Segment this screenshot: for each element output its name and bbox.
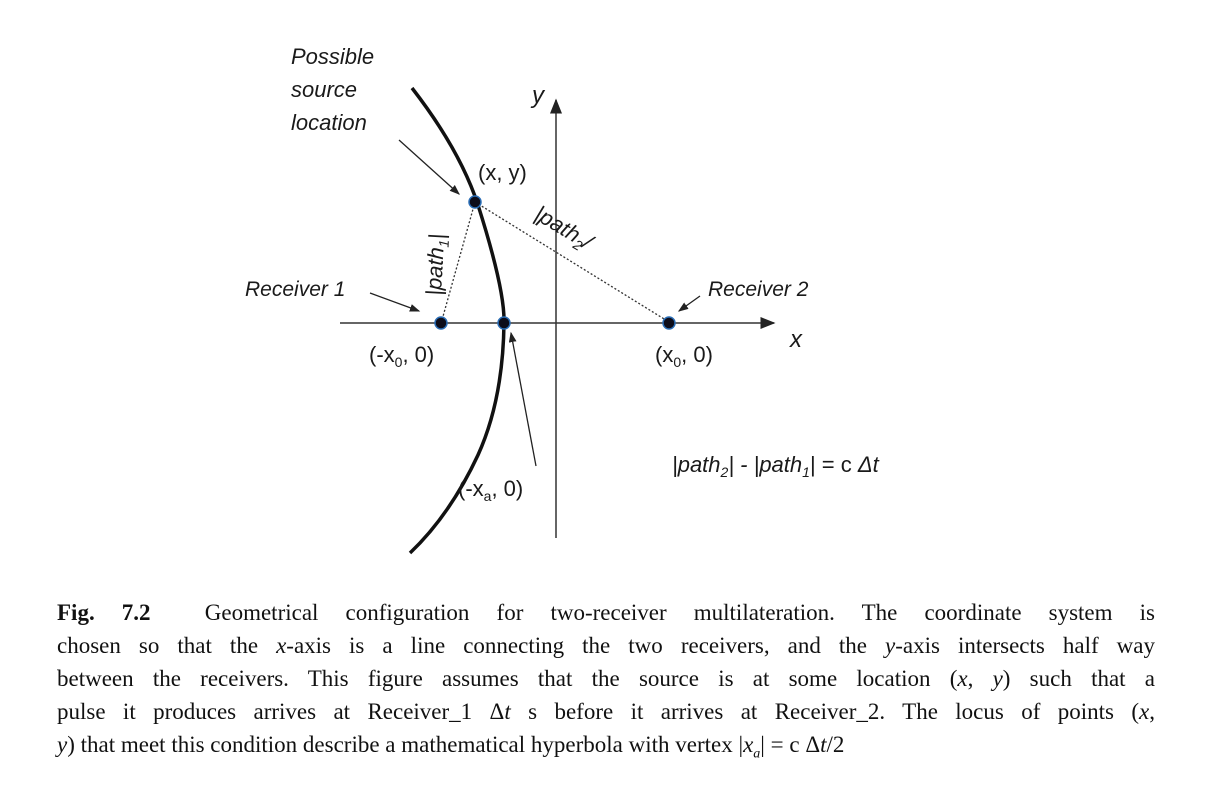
- receiver1-label: Receiver 1: [245, 278, 345, 301]
- caption-text: Geometrical configuration for two-receiv…: [150, 600, 1155, 625]
- caption-text: /2: [826, 732, 845, 757]
- equation-part: Δt: [857, 452, 880, 477]
- caption-text: ) such that a: [1002, 666, 1156, 691]
- receiver2-point: [662, 316, 676, 330]
- coord-subscript: a: [484, 488, 492, 504]
- equation-part: | - |path: [728, 452, 802, 477]
- vertex-point: [497, 316, 511, 330]
- caption-text: pulse it produces arrives at Receiver_1 …: [57, 699, 505, 724]
- caption-text: between the receivers. This figure assum…: [57, 666, 958, 691]
- coord-subscript: 0: [673, 354, 681, 370]
- caption-text: s before it arrives at Receiver_2. The l…: [510, 699, 1140, 724]
- coord-text: (x: [655, 342, 673, 367]
- receiver1-point: [434, 316, 448, 330]
- receiver2-label: Receiver 2: [708, 278, 809, 301]
- source-label-line: location: [291, 110, 367, 135]
- multilateration-diagram: y x Possible source location (x, y) |pat…: [245, 44, 880, 555]
- caption-text: t: [504, 699, 511, 724]
- caption-text: chosen so that the: [57, 633, 277, 658]
- path1-subscript: 1: [436, 239, 452, 248]
- coord-text: , 0): [491, 476, 523, 501]
- caption-text: y: [57, 732, 68, 757]
- equation-subscript: 2: [720, 464, 729, 480]
- caption-line: Fig. 7.2 Geometrical configuration for t…: [57, 596, 1155, 629]
- point-label: (x, y): [478, 160, 527, 185]
- caption-text: ,: [1149, 699, 1156, 724]
- path1-text: |path: [421, 246, 449, 296]
- x-axis-label: x: [789, 326, 803, 353]
- vertex-coord: (-xa, 0): [458, 476, 523, 504]
- equation: |path2| - |path1| = c Δt: [672, 452, 880, 480]
- receiver1-arrow: [369, 292, 421, 312]
- source-point: [468, 195, 482, 209]
- caption-text: x: [1139, 699, 1150, 724]
- path1-line: [441, 201, 476, 321]
- path2-label: |path2/: [529, 201, 599, 258]
- receiver2-coord: (x0, 0): [655, 342, 713, 370]
- caption-text: x: [957, 666, 968, 691]
- caption-text: ,: [967, 666, 993, 691]
- caption-text: y: [885, 633, 896, 658]
- equation-subscript: 1: [802, 464, 810, 480]
- source-label-line: source: [291, 77, 357, 102]
- path1-label: |path1|: [421, 233, 452, 296]
- caption-text: x: [743, 732, 754, 757]
- caption-text: -axis is a line connecting the two recei…: [286, 633, 886, 658]
- caption-text: x: [276, 633, 287, 658]
- figure-caption: Fig. 7.2 Geometrical configuration for t…: [57, 596, 1155, 762]
- equation-part: |path: [672, 452, 721, 477]
- receiver1-coord: (-x0, 0): [369, 342, 434, 370]
- caption-text: | = c Δ: [760, 732, 821, 757]
- caption-text: ) that meet this condition describe a ma…: [67, 732, 744, 757]
- y-axis-label: y: [530, 82, 546, 109]
- caption-text: y: [992, 666, 1003, 691]
- source-label: Possible source location: [291, 44, 380, 135]
- equation-part: | = c: [810, 452, 858, 477]
- caption-line: between the receivers. This figure assum…: [57, 662, 1155, 695]
- coord-text: (-x: [458, 476, 484, 501]
- source-arrow: [398, 139, 460, 195]
- path1-bar: |: [424, 233, 449, 240]
- caption-line: y) that meet this condition describe a m…: [57, 728, 1155, 762]
- source-label-line: Possible: [291, 44, 374, 69]
- caption-text: a: [753, 746, 761, 762]
- coord-subscript: 0: [395, 354, 403, 370]
- caption-line: chosen so that the x-axis is a line conn…: [57, 629, 1155, 662]
- coord-text: , 0): [402, 342, 434, 367]
- receiver2-arrow: [677, 295, 701, 312]
- vertex-arrow: [508, 331, 537, 467]
- coord-text: , 0): [681, 342, 713, 367]
- caption-text: -axis intersects half way: [895, 633, 1155, 658]
- figure-number: Fig. 7.2: [57, 600, 151, 625]
- caption-text: t: [820, 732, 827, 757]
- caption-line: pulse it produces arrives at Receiver_1 …: [57, 695, 1155, 728]
- coord-text: (-x: [369, 342, 395, 367]
